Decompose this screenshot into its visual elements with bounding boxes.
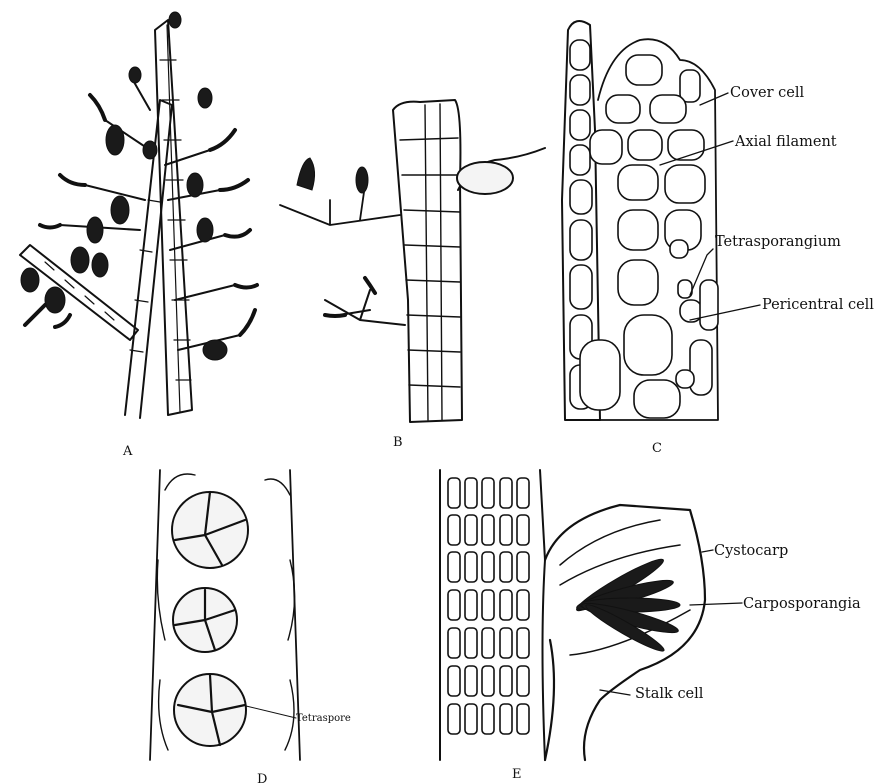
label-pericentral-cell: Pericentral cell xyxy=(762,297,874,313)
panel-b-branch: B xyxy=(280,100,545,450)
panel-a-letter: A xyxy=(122,444,133,459)
panel-c-letter: C xyxy=(652,441,662,456)
panel-a-thallus: A xyxy=(20,12,257,459)
label-cover-cell: Cover cell xyxy=(730,85,804,101)
panel-b-letter: B xyxy=(393,435,403,450)
panel-d-letter: D xyxy=(257,772,267,783)
label-tetrasporangium: Tetrasporangium xyxy=(715,234,841,250)
label-cystocarp: Cystocarp xyxy=(714,543,788,559)
panel-c-section: Cover cell Axial filament Tetrasporangiu… xyxy=(562,21,874,456)
label-carposporangia: Carposporangia xyxy=(743,596,861,612)
label-stalk-cell: Stalk cell xyxy=(635,686,704,702)
panel-e-cystocarp: Cystocarp Carposporangia Stalk cell E xyxy=(440,470,861,782)
panel-e-letter: E xyxy=(512,767,522,782)
label-axial-filament: Axial filament xyxy=(734,134,837,150)
panel-d-tetraspores: Tetraspore D xyxy=(150,470,351,783)
label-tetraspore: Tetraspore xyxy=(296,713,351,724)
